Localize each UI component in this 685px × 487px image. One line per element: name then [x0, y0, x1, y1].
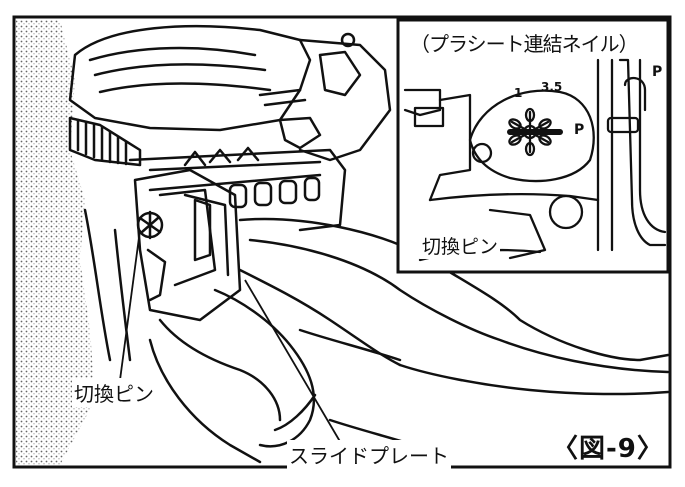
slot-mark-p: P [652, 64, 663, 80]
figure-number: 〈図-9〉 [552, 434, 664, 464]
dial-mark-1: 1 [514, 86, 523, 100]
switching-pin-label: 切換ピン [72, 378, 156, 407]
main-pin-leader [119, 229, 141, 381]
inset-panel [396, 18, 670, 274]
dial-mark-p: P [574, 122, 585, 138]
slide-plate-leader [244, 279, 346, 451]
inset-switching-pin-label: 切換ピン [420, 232, 501, 259]
dial-mark-3-5: 3.5 [541, 80, 563, 94]
slide-plate-label: スライドプレート [287, 440, 451, 469]
switching-pin-star [507, 107, 563, 157]
inset-title: （プラシート連結ネイル） [410, 28, 639, 57]
tool-body [68, 25, 392, 362]
stipple-background [16, 20, 95, 465]
